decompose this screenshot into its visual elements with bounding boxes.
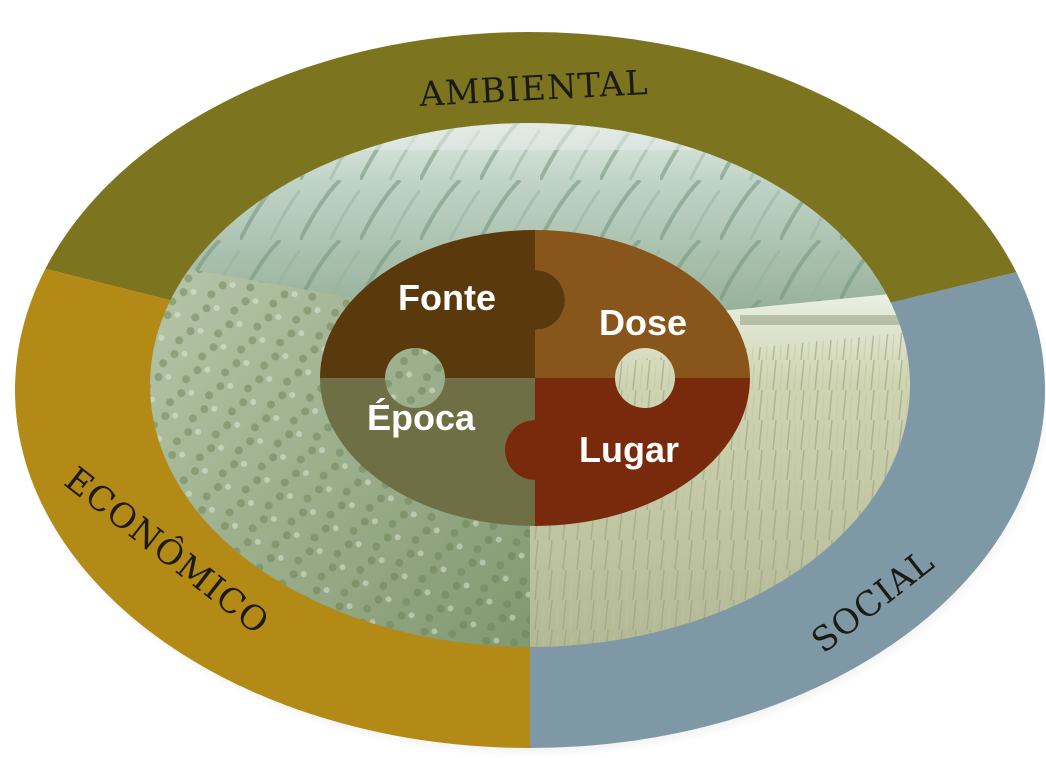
label-lugar: Lugar [579, 429, 679, 470]
label-epoca: Época [367, 397, 476, 438]
label-fonte: Fonte [398, 277, 496, 318]
label-dose: Dose [599, 302, 687, 343]
